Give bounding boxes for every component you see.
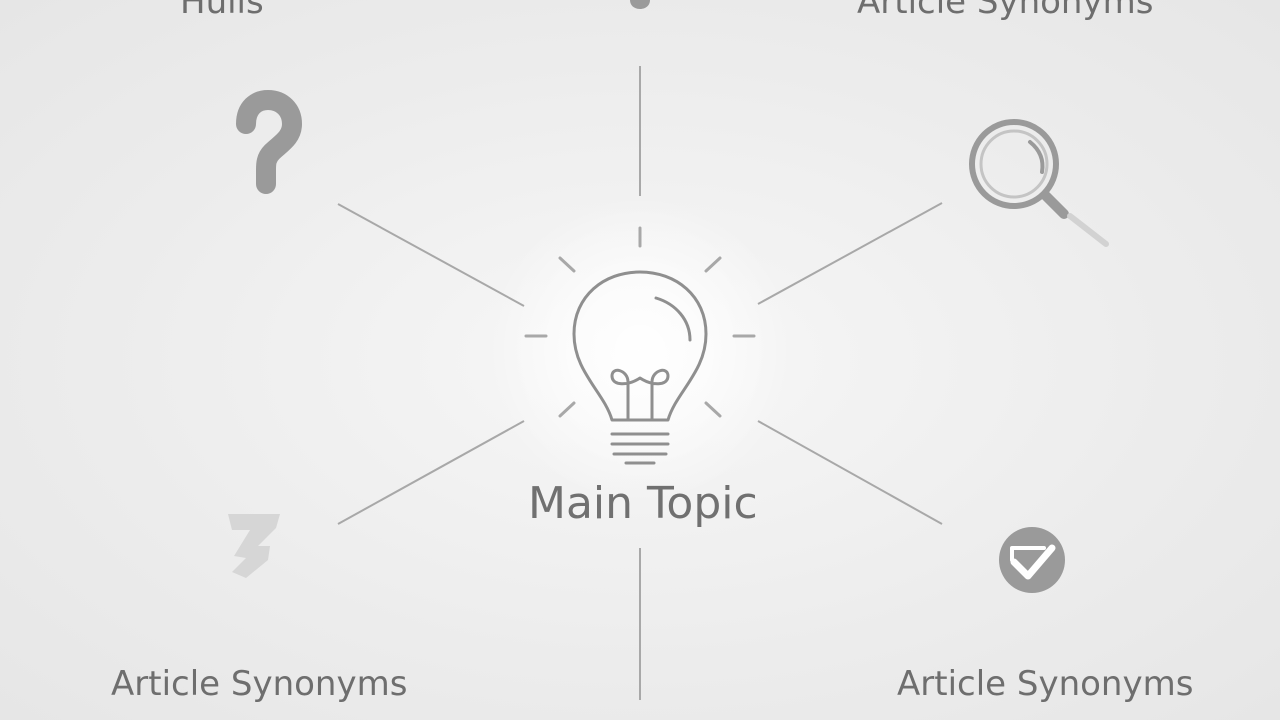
label-bottom-left: Article Synonyms: [111, 664, 408, 704]
question-mark-icon: [236, 89, 303, 194]
label-top-left: Hulls: [180, 0, 264, 22]
label-bottom-right: Article Synonyms: [897, 664, 1194, 704]
partial-glyph-icon: [228, 514, 280, 578]
connector-top-left: [337, 203, 525, 307]
lightbulb-icon: [572, 270, 708, 465]
connector-bottom-left: [337, 420, 525, 525]
check-badge-icon: [999, 527, 1065, 593]
connector-top-right: [757, 202, 943, 305]
connector-bottom-right: [757, 420, 943, 525]
center-glow: [480, 200, 800, 500]
light-rays: [524, 226, 756, 418]
center-topic-label: Main Topic: [528, 478, 758, 529]
magnifier-icon: [969, 119, 1109, 247]
label-top-right: Article Synonyms: [857, 0, 1154, 22]
partial-dot-icon: [630, 0, 650, 9]
